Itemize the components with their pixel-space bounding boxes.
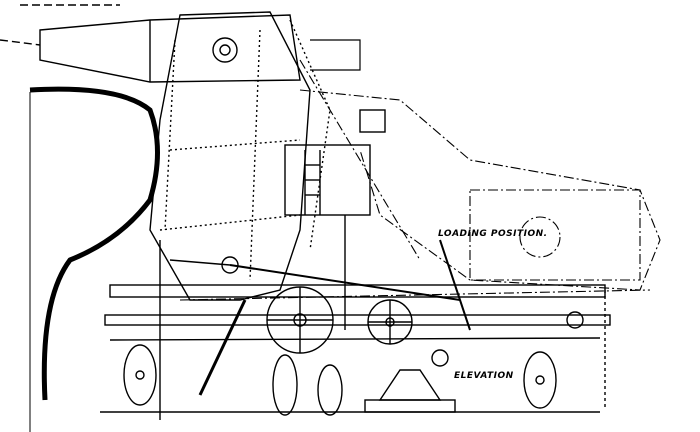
- loading-position-label: LOADING POSITION.: [438, 229, 548, 239]
- elevation-label: ELEVATION: [454, 371, 514, 381]
- handwheels-and-wheels: [100, 256, 600, 416]
- loading-platform: [284, 109, 386, 330]
- gun-loading-position: [179, 59, 661, 301]
- carriage-arm: [149, 11, 331, 301]
- parapet-wall: [29, 86, 161, 432]
- gun-firing-position: [0, 4, 361, 83]
- chassis: [104, 239, 611, 413]
